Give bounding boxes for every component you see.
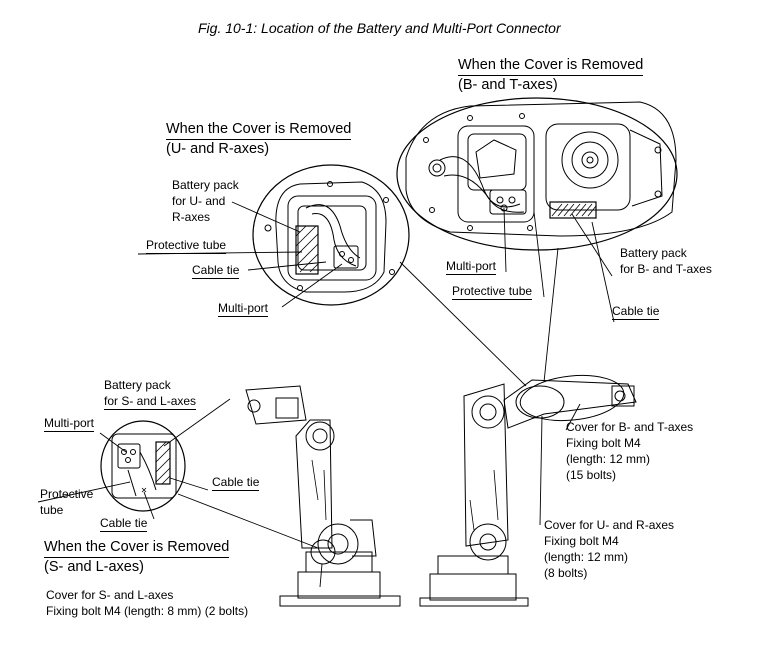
label-sl-cable-tie-right: Cable tie xyxy=(212,475,260,491)
label-sl-protective-line1: Protective xyxy=(40,487,94,501)
detail-bt-view xyxy=(396,97,678,251)
cover-sl-line1: Cover for S- and L-axes xyxy=(46,588,174,602)
cover-ur-line1: Cover for U- and R-axes xyxy=(544,518,675,532)
label-bt-multiport: Multi-port xyxy=(446,259,497,275)
detail-bt-subheading: (B- and T-axes) xyxy=(458,77,558,93)
label-ur-multiport: Multi-port xyxy=(218,301,269,317)
cover-ur-line3: (length: 12 mm) xyxy=(544,550,629,564)
label-ur-battery-line2: for U- and xyxy=(172,194,226,208)
cover-ur-outline xyxy=(515,385,565,419)
cover-bt-line4: (15 bolts) xyxy=(566,468,617,482)
cover-ur-line2: Fixing bolt M4 xyxy=(544,534,619,548)
detail-ur-view xyxy=(252,164,410,306)
label-ur-cable-tie: Cable tie xyxy=(192,263,240,279)
label-ur-protective-tube: Protective tube xyxy=(146,238,227,254)
robot-front-view xyxy=(419,379,637,607)
figure-caption: Fig. 10-1: Location of the Battery and M… xyxy=(198,20,561,36)
detail-sl-subheading: (S- and L-axes) xyxy=(44,559,144,575)
detail-ur-subheading: (U- and R-axes) xyxy=(166,141,270,157)
label-sl-protective-line2: tube xyxy=(40,503,64,517)
label-ur-battery-line1: Battery pack xyxy=(172,178,239,192)
label-bt-battery-line2: for B- and T-axes xyxy=(620,262,712,276)
label-ur-battery-line3: R-axes xyxy=(172,210,211,224)
label-sl-battery-line2: for S- and L-axes xyxy=(104,394,197,410)
detail-sl-heading: When the Cover is Removed xyxy=(44,539,230,558)
label-sl-battery-line1: Battery pack xyxy=(104,378,171,392)
detail-ur-heading: When the Cover is Removed xyxy=(166,121,352,140)
cover-sl-outline xyxy=(310,539,336,565)
cover-bt-outline xyxy=(519,374,625,422)
detail-sl-view xyxy=(100,420,186,512)
label-bt-battery-line1: Battery pack xyxy=(620,246,687,260)
cover-bt-line1: Cover for B- and T-axes xyxy=(566,420,694,434)
cover-bt-line3: (length: 12 mm) xyxy=(566,452,651,466)
cover-sl-line2: Fixing bolt M4 (length: 8 mm) (2 bolts) xyxy=(46,604,249,618)
label-sl-multiport: Multi-port xyxy=(44,416,95,432)
cover-ur-line4: (8 bolts) xyxy=(544,566,588,580)
label-bt-cable-tie: Cable tie xyxy=(612,304,660,320)
label-bt-protective-tube: Protective tube xyxy=(452,284,533,300)
robot-side-view xyxy=(245,385,401,607)
cover-bt-line2: Fixing bolt M4 xyxy=(566,436,641,450)
detail-bt-heading: When the Cover is Removed xyxy=(458,57,644,76)
label-sl-cable-tie-bottom: Cable tie xyxy=(100,516,148,532)
